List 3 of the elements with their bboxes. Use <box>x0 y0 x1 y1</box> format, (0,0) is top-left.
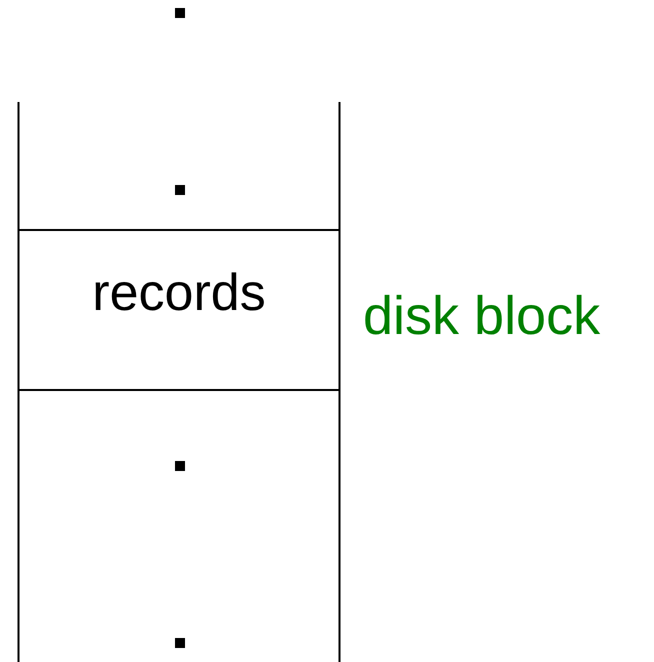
record-section <box>19 229 339 391</box>
block-caption: disk block <box>363 285 600 347</box>
section-label: records <box>92 263 266 323</box>
